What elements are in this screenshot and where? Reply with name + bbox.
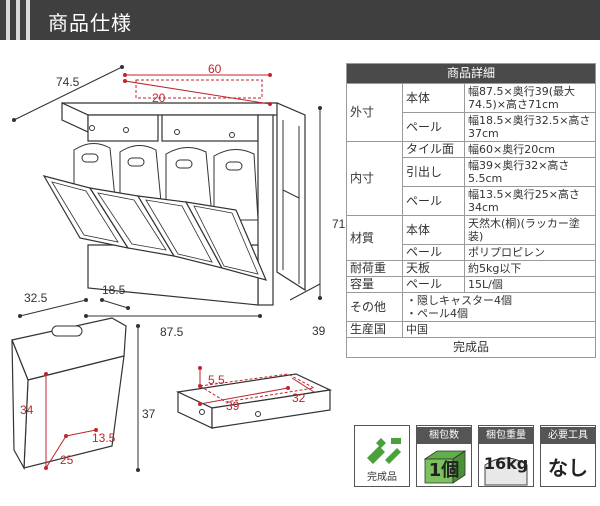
weight-icon bbox=[484, 457, 528, 486]
spec-subcategory: ペール bbox=[402, 244, 465, 261]
spec-value-line: ・ペール4個 bbox=[406, 307, 468, 320]
page-header: 商品仕様 bbox=[0, 0, 600, 40]
right-drawer bbox=[161, 114, 259, 142]
page-title: 商品仕様 bbox=[48, 11, 132, 35]
spec-subcategory: ペール bbox=[402, 186, 465, 216]
flap-4 bbox=[184, 201, 268, 281]
badge-value: 16kg bbox=[483, 454, 529, 473]
spec-value: 天然木(桐)(ラッカー塗装) bbox=[464, 215, 596, 245]
spec-value: 幅18.5×奥行32.5×高さ37cm bbox=[464, 112, 596, 142]
badge-value: 1個 bbox=[428, 460, 460, 481]
cabinet-side bbox=[276, 102, 306, 292]
dim-main-width: 87.5 bbox=[160, 325, 184, 339]
drawer-front bbox=[211, 389, 331, 429]
dim-pail-inner-width: 13.5 bbox=[92, 431, 116, 445]
dim-drawer-width: 39 bbox=[226, 399, 240, 413]
dim-pail-depth: 32.5 bbox=[24, 291, 48, 305]
dim-pail-inner-height: 34 bbox=[20, 403, 34, 417]
spec-value: 約5kg以下 bbox=[464, 260, 596, 277]
pail-side bbox=[11, 339, 29, 471]
spec-category: 材質 bbox=[346, 215, 403, 261]
badge-label: 梱包重量 bbox=[479, 427, 533, 444]
badge-assembled: 完成品 bbox=[354, 425, 410, 487]
tools-icon bbox=[367, 438, 401, 464]
header-stripe bbox=[6, 0, 10, 40]
badge-package-count: 梱包数 1個 bbox=[416, 425, 472, 487]
spec-subcategory: 引出し bbox=[402, 157, 465, 187]
spec-value: 幅87.5×奥行39(最大74.5)×高さ71cm bbox=[464, 83, 596, 113]
spec-category: 生産国 bbox=[346, 321, 403, 338]
spec-subcategory: ペール bbox=[402, 276, 465, 293]
badge-label: 梱包数 bbox=[417, 427, 471, 444]
dim-main-height: 71 bbox=[332, 217, 345, 231]
spec-subcategory: ペール bbox=[402, 112, 465, 142]
spec-value: 幅13.5×奥行25×高さ34cm bbox=[464, 186, 596, 216]
product-illustration: 74.5 60 20 71 87.5 39 bbox=[0, 40, 346, 506]
spec-subcategory: 本体 bbox=[402, 83, 465, 113]
dim-pail-inner-depth: 25 bbox=[60, 453, 74, 467]
spec-category: 外寸 bbox=[346, 83, 403, 142]
dim-drawer-depth: 32 bbox=[292, 391, 306, 405]
spec-heading: 商品詳細 bbox=[346, 63, 596, 84]
spec-value: 幅39×奥行32×高さ5.5cm bbox=[464, 157, 596, 187]
spec-subcategory: 天板 bbox=[402, 260, 465, 277]
badge-label: 必要工具 bbox=[541, 427, 595, 444]
badge-package-weight: 梱包重量 16kg bbox=[478, 425, 534, 487]
spec-table: 商品詳細 外寸 本体 幅87.5×奥行39(最大74.5)×高さ71cm ペール… bbox=[346, 63, 596, 358]
dim-main-depth-max: 74.5 bbox=[56, 75, 80, 89]
spec-value: 中国 bbox=[402, 321, 596, 338]
header-stripe bbox=[26, 0, 30, 40]
spec-subcategory: タイル面 bbox=[402, 141, 465, 158]
dim-main-depth: 39 bbox=[312, 324, 326, 338]
left-drawer bbox=[87, 114, 159, 142]
badge-required-tools: 必要工具 なし bbox=[540, 425, 596, 487]
pail-slot bbox=[213, 149, 259, 221]
spec-value: 幅60×奥行20cm bbox=[464, 141, 596, 158]
pail-handle bbox=[51, 325, 83, 337]
dim-tile-width: 60 bbox=[208, 62, 222, 76]
spec-category: 容量 bbox=[346, 276, 403, 293]
spec-category: 内寸 bbox=[346, 141, 403, 216]
dim-pail-width: 18.5 bbox=[102, 283, 126, 297]
dim-pail-height: 37 bbox=[142, 407, 156, 421]
box-icon bbox=[423, 450, 467, 484]
dim-drawer-height: 5.5 bbox=[208, 373, 225, 387]
badge-value: 完成品 bbox=[367, 472, 397, 483]
dim-tile-depth: 20 bbox=[152, 91, 166, 105]
spec-subcategory: 本体 bbox=[402, 215, 465, 245]
spec-value: 15L/個 bbox=[464, 276, 596, 293]
spec-footer: 完成品 bbox=[346, 337, 596, 358]
spec-category: その他 bbox=[346, 292, 403, 322]
spec-category: 耐荷重 bbox=[346, 260, 403, 277]
dimension-drawing: 74.5 60 20 71 87.5 39 bbox=[11, 62, 346, 472]
cabinet-front-post bbox=[257, 114, 274, 306]
info-badges: 完成品 梱包数 1個 梱包重量 16kg 必要工具 なし bbox=[354, 425, 598, 487]
spec-value: ポリプロピレン bbox=[464, 244, 596, 261]
badge-value: なし bbox=[548, 456, 588, 480]
header-stripe bbox=[16, 0, 20, 40]
spec-value: ・隠しキャスター4個 ・ペール4個 bbox=[402, 292, 596, 322]
spec-value-line: ・隠しキャスター4個 bbox=[406, 294, 512, 307]
